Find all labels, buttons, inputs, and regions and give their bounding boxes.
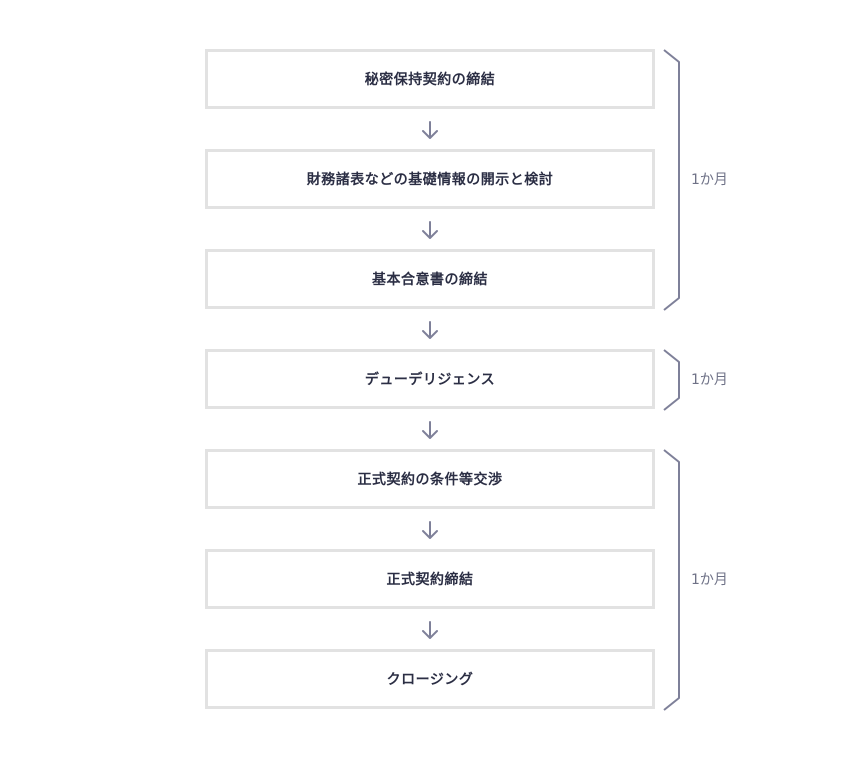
step-label: デューデリジェンス [364, 372, 496, 388]
step-contract-negotiation: 正式契約の条件等交渉 [205, 449, 655, 509]
step-due-diligence: デューデリジェンス [205, 349, 655, 409]
arrow-down-icon [422, 521, 438, 539]
phase-period-label: 1か月 [691, 172, 728, 188]
step-label: 基本合意書の締結 [372, 272, 488, 288]
step-label: 秘密保持契約の締結 [364, 72, 496, 88]
arrow-down-icon [422, 421, 438, 439]
step-label: 正式契約の条件等交渉 [357, 472, 503, 488]
phase-period-label: 1か月 [691, 372, 728, 388]
step-label: 財務諸表などの基礎情報の開示と検討 [306, 172, 554, 188]
step-financial-disclosure: 財務諸表などの基礎情報の開示と検討 [205, 149, 655, 209]
step-closing: クロージング [205, 649, 655, 709]
step-label: 正式契約締結 [386, 572, 474, 588]
phase-bracket [663, 49, 680, 311]
arrow-down-icon [422, 621, 438, 639]
arrow-down-icon [422, 121, 438, 139]
step-contract-signing: 正式契約締結 [205, 549, 655, 609]
phase-bracket [663, 449, 680, 711]
phase-period-label: 1か月 [691, 572, 728, 588]
phase-bracket [663, 349, 680, 411]
step-label: クロージング [386, 672, 474, 688]
step-nda: 秘密保持契約の締結 [205, 49, 655, 109]
arrow-down-icon [422, 221, 438, 239]
arrow-down-icon [422, 321, 438, 339]
step-basic-agreement: 基本合意書の締結 [205, 249, 655, 309]
